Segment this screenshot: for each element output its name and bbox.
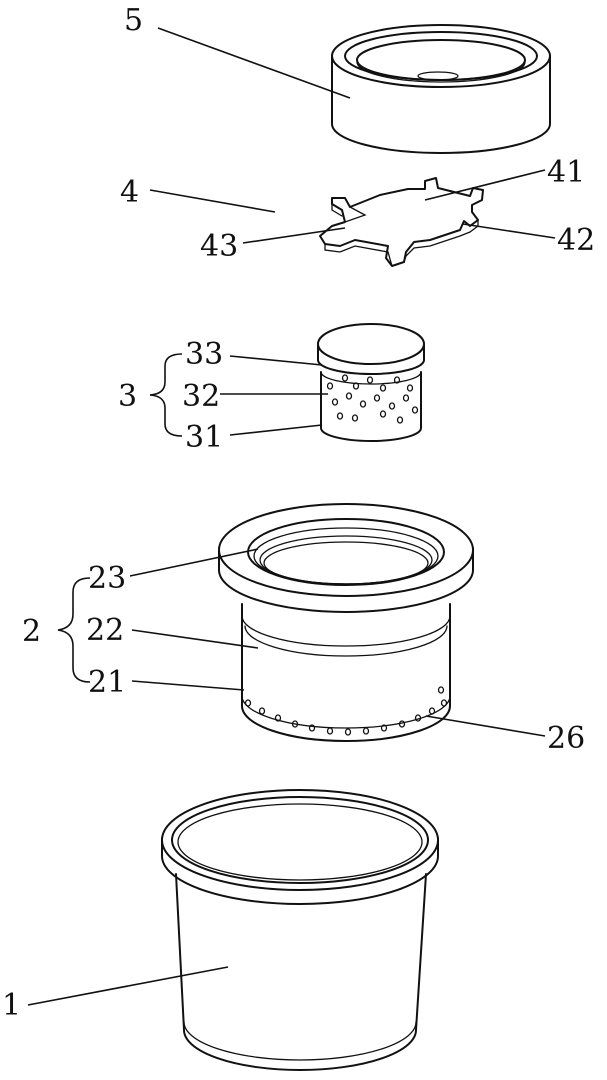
label-3: 3 xyxy=(118,379,137,414)
reference-numerals: 5 4 41 42 43 3 33 32 31 2 23 22 21 26 1 xyxy=(2,3,595,1023)
label-5: 5 xyxy=(124,3,143,38)
part-3-filter-cartridge xyxy=(318,324,424,441)
label-31: 31 xyxy=(185,420,223,455)
label-41: 41 xyxy=(547,155,585,190)
part-1-outer-cup xyxy=(162,790,438,1070)
label-4: 4 xyxy=(120,175,139,210)
label-22: 22 xyxy=(86,613,124,648)
label-43: 43 xyxy=(200,229,238,264)
part-2-sleeve xyxy=(219,504,473,741)
label-26: 26 xyxy=(547,721,585,756)
label-33: 33 xyxy=(185,337,223,372)
label-2: 2 xyxy=(22,614,41,649)
label-32: 32 xyxy=(182,379,220,414)
label-23: 23 xyxy=(88,561,126,596)
part-5-cap-ring xyxy=(332,25,550,153)
label-1: 1 xyxy=(2,988,21,1023)
label-42: 42 xyxy=(557,223,595,258)
brace-3 xyxy=(150,354,182,436)
leader-lines xyxy=(28,28,555,1005)
label-21: 21 xyxy=(88,665,126,700)
